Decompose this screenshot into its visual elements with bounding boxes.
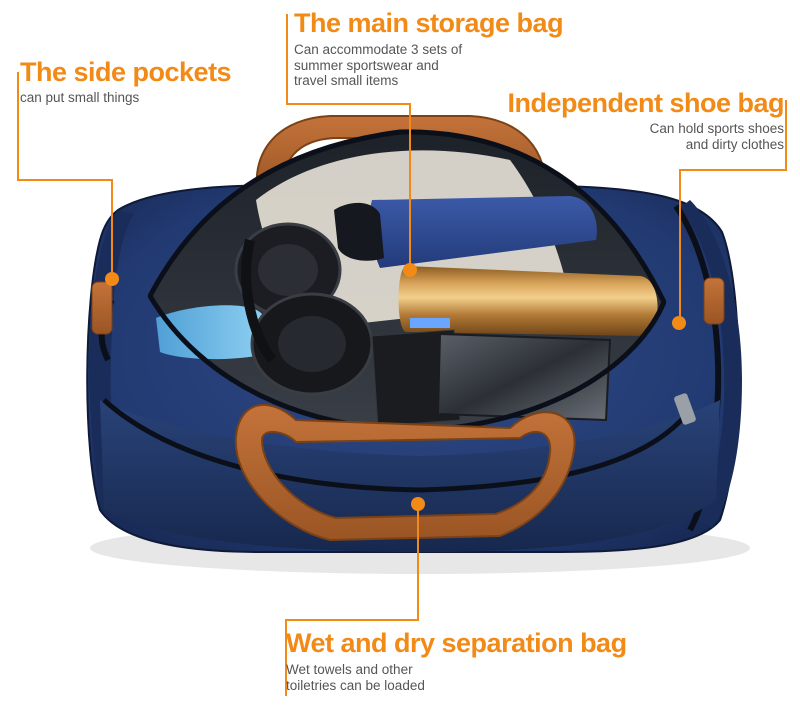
callout-title: Independent shoe bag [507,88,784,118]
callout-wet-dry: Wet and dry separation bag Wet towels an… [286,628,627,693]
shoe-bag-dot [672,316,686,330]
tumbler-icon [156,305,266,360]
callout-lines [17,14,787,696]
umbrella-icon [369,196,597,268]
front-handle [234,404,576,542]
callout-description: Wet towels and other toiletries can be l… [286,662,425,693]
callout-description: Can accommodate 3 sets of summer sportsw… [294,42,463,88]
usb-icon [410,318,450,328]
callout-dots [105,263,686,511]
main-storage-leader [286,14,411,268]
right-end-panel [680,200,742,528]
callout-description: can put small things [20,90,140,105]
side-pocket-tab[interactable] [91,281,113,335]
callout-title: The side pockets [20,57,232,87]
thermos-bottle-icon [398,266,658,336]
power-bank-icon [436,332,612,422]
wet-dry-leader [285,506,419,696]
callout-description: Can hold sports shoes and dirty clothes [649,121,784,152]
wet-dry-pocket-panel [100,400,720,552]
wet-dry-dot [411,497,425,511]
callout-shoe-bag: Independent shoe bag Can hold sports sho… [507,88,784,152]
wet-dry-zipper[interactable] [102,398,692,493]
shoe-bag-tab[interactable] [703,277,725,325]
main-storage-dot [403,263,417,277]
shoe-bag-leader [679,100,787,320]
callout-main-storage: The main storage bag Can accommodate 3 s… [294,8,564,89]
side-pocket-dot [105,272,119,286]
callout-side-pockets: The side pockets can put small things [20,57,232,106]
umbrella-handle [334,202,384,261]
zipper-pull[interactable] [673,393,696,426]
headphones-band [241,238,277,363]
side-pocket-leader [17,72,113,278]
callout-title: Wet and dry separation bag [286,628,627,658]
callout-title: The main storage bag [294,8,564,38]
